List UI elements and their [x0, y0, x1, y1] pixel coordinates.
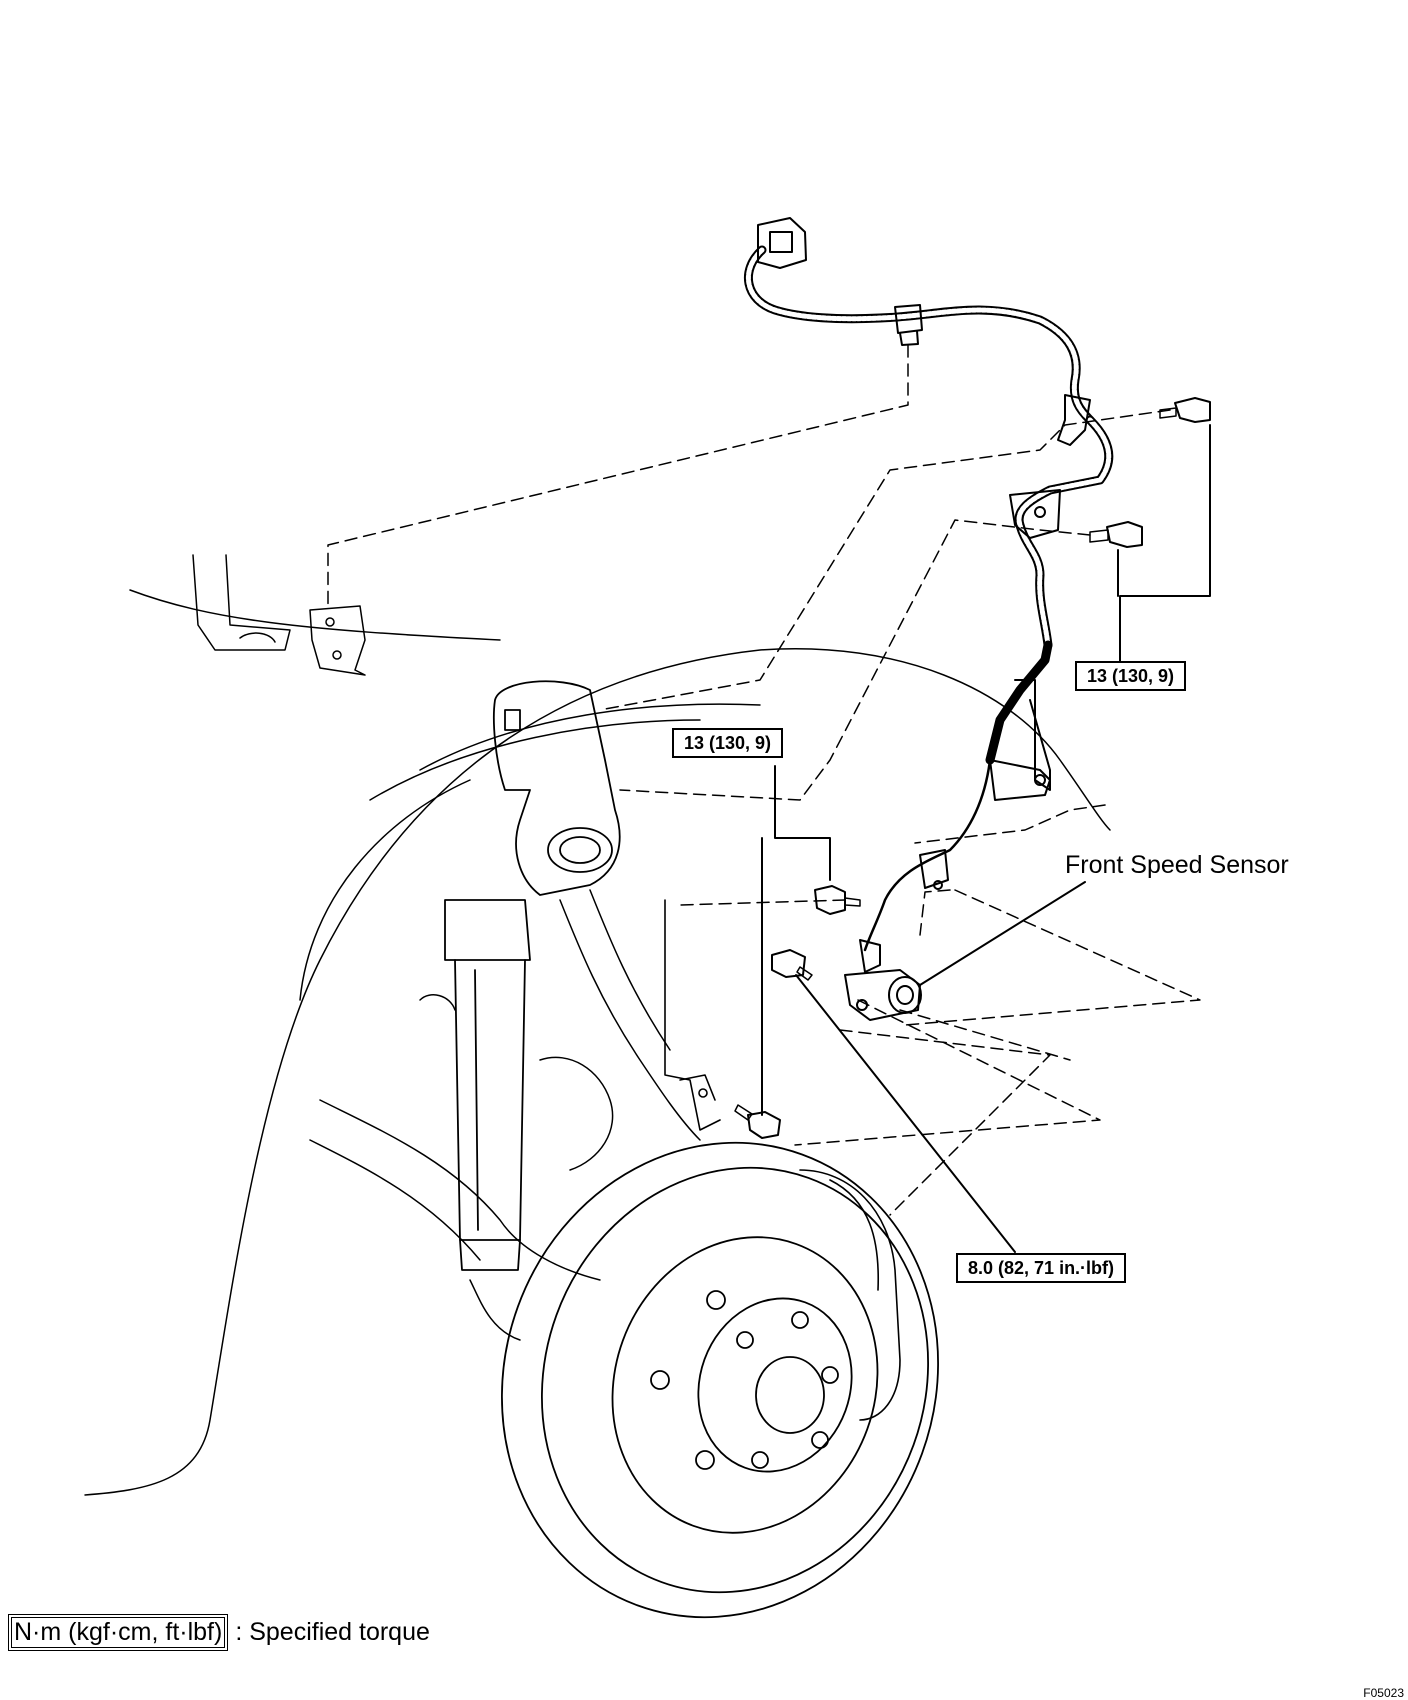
legend-unit-box: N·m (kgf·cm, ft·lbf)	[7, 1614, 229, 1651]
brake-disc-icon	[501, 1141, 939, 1619]
bolt-icon	[734, 397, 1211, 1139]
legend-description: : Specified torque	[235, 1618, 430, 1646]
torque-spec-lower: 8.0 (82, 71 in.·lbf)	[956, 1253, 1127, 1283]
brake-caliper	[799, 1169, 901, 1421]
assembly-lines	[327, 344, 1201, 1216]
front-speed-sensor-label: Front Speed Sensor	[1065, 851, 1289, 879]
bolt-upper-right	[1159, 397, 1211, 423]
speed-sensor-icon	[844, 939, 922, 1021]
leader-lines	[761, 424, 1211, 1253]
torque-spec-upper-right: 13 (130, 9)	[1075, 661, 1187, 691]
torque-spec-center: 13 (130, 9)	[672, 728, 784, 758]
body-bracket	[192, 554, 366, 676]
sensor-clamp	[919, 849, 949, 890]
figure-code: F05023	[1363, 1686, 1404, 1700]
fender-outline	[84, 589, 1111, 1496]
lower-arm	[309, 889, 701, 1341]
bolt-center	[814, 885, 861, 915]
torque-legend: N·m (kgf·cm, ft·lbf) : Specified torque	[7, 1614, 430, 1651]
wire-clamp-icon	[894, 304, 923, 346]
shock-absorber-icon	[444, 899, 531, 1271]
abs-sensor-harness	[743, 245, 1114, 952]
bolt-sensor	[771, 949, 813, 981]
abs-connector-icon	[757, 217, 807, 269]
bolt-knuckle	[734, 1104, 781, 1139]
knuckle-bracket	[664, 899, 721, 1131]
bolt-upper-middle	[1089, 521, 1143, 548]
harness-bracket-strut	[989, 679, 1051, 801]
upper-arm	[493, 680, 621, 896]
harness-bracket-upper	[1009, 394, 1091, 539]
